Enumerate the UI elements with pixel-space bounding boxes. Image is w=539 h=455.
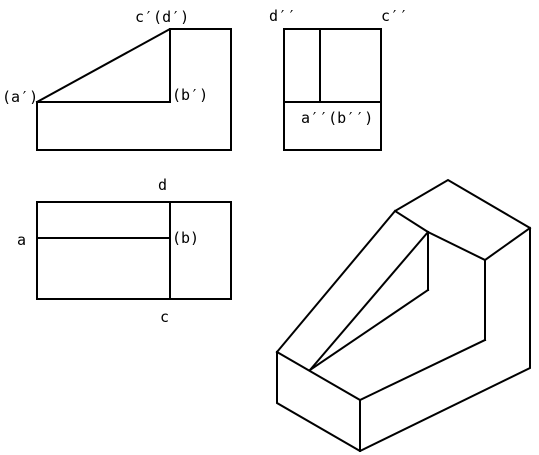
isometric-view (275, 178, 532, 453)
label-c: c (160, 308, 169, 326)
iso-outline (275, 178, 531, 453)
label-b-prime: (b′) (172, 86, 208, 104)
label-b: (b) (172, 229, 199, 247)
iso-slope-diagonal (308, 230, 430, 372)
iso-inner-slope-edge (308, 288, 430, 372)
top-view-outline (36, 201, 232, 300)
iso-lower-top-edge (358, 338, 487, 402)
label-a: a (17, 231, 26, 249)
iso-step-riser (484, 226, 532, 341)
label-d-double-prime: d′′ (269, 7, 296, 25)
label-a-prime: (a′) (2, 88, 38, 106)
label-c-prime-d-prime: c′(d′) (135, 8, 189, 26)
side-view-outline (283, 28, 382, 151)
label-d: d (158, 176, 167, 194)
label-c-double-prime: c′′ (381, 7, 408, 25)
label-a-b-double-prime: a′′(b′′) (301, 109, 373, 127)
iso-front-top-edge (275, 350, 361, 452)
front-view: c′(d′) (a′) (b′) (2, 8, 232, 151)
top-view: d a (b) c (17, 176, 232, 326)
iso-upper-block-edge (393, 209, 487, 262)
front-view-step-edge (36, 28, 171, 103)
front-view-outline (35, 28, 232, 151)
side-view: d′′ c′′ a′′(b′′) (269, 7, 408, 151)
